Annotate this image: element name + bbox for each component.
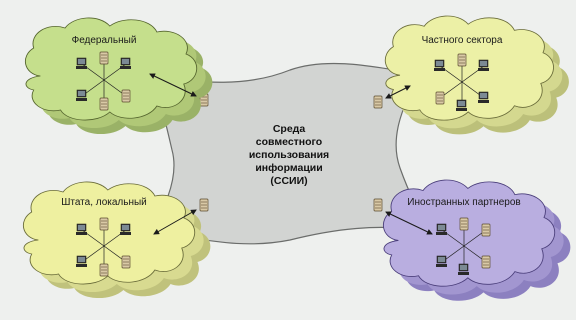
server-icon bbox=[99, 51, 109, 65]
arrow-foreign bbox=[385, 211, 433, 235]
center-line-2: совместного bbox=[256, 136, 322, 148]
cloud-body bbox=[384, 15, 555, 121]
gateway-server-icon bbox=[373, 198, 383, 212]
server-icon bbox=[99, 263, 109, 277]
cloud-label: Штата, локальный bbox=[61, 197, 147, 208]
workstation-icon bbox=[75, 89, 88, 102]
center-line-3: использования bbox=[249, 149, 329, 161]
cloud-body bbox=[24, 17, 198, 121]
workstation-icon bbox=[477, 91, 490, 104]
center-line-1: Среда bbox=[273, 123, 306, 135]
server-icon bbox=[457, 53, 467, 67]
cloud-private-sector: Частного сектора bbox=[384, 15, 569, 135]
workstation-icon bbox=[435, 223, 448, 236]
workstation-icon bbox=[477, 59, 490, 72]
server-icon bbox=[99, 217, 109, 231]
server-icon bbox=[459, 217, 469, 231]
server-icon bbox=[435, 91, 445, 105]
workstation-icon bbox=[455, 99, 468, 112]
cloud-body bbox=[382, 179, 556, 287]
workstation-icon bbox=[75, 57, 88, 70]
arrow-state bbox=[153, 209, 197, 235]
workstation-icon bbox=[119, 223, 132, 236]
center-line-4: информации bbox=[255, 162, 322, 174]
connection-arrows bbox=[149, 73, 433, 235]
server-icon bbox=[481, 223, 491, 237]
gateway-server-icon bbox=[373, 95, 383, 109]
workstation-icon bbox=[435, 255, 448, 268]
gateway-server-icon bbox=[199, 198, 209, 212]
center-ssii-label: Среда совместного использования информац… bbox=[249, 123, 329, 187]
workstation-icon bbox=[457, 263, 470, 276]
arrow-private bbox=[385, 85, 411, 99]
cloud-foreign-partners: Иностранных партнеров bbox=[382, 179, 571, 301]
cloud-label: Иностранных партнеров bbox=[407, 197, 520, 208]
server-icon bbox=[99, 97, 109, 111]
cloud-state-local: Штата, локальный bbox=[22, 181, 211, 299]
workstation-icon bbox=[119, 57, 132, 70]
arrow-federal bbox=[149, 73, 197, 97]
cloud-label: Частного сектора bbox=[422, 35, 503, 46]
cloud-federal: Федеральный bbox=[24, 17, 213, 135]
cloud-label: Федеральный bbox=[72, 35, 137, 46]
center-line-5: (ССИИ) bbox=[270, 175, 307, 187]
server-icon bbox=[481, 255, 491, 269]
server-icon bbox=[121, 255, 131, 269]
workstation-icon bbox=[433, 59, 446, 72]
workstation-icon bbox=[75, 255, 88, 268]
workstation-icon bbox=[75, 223, 88, 236]
server-icon bbox=[121, 89, 131, 103]
